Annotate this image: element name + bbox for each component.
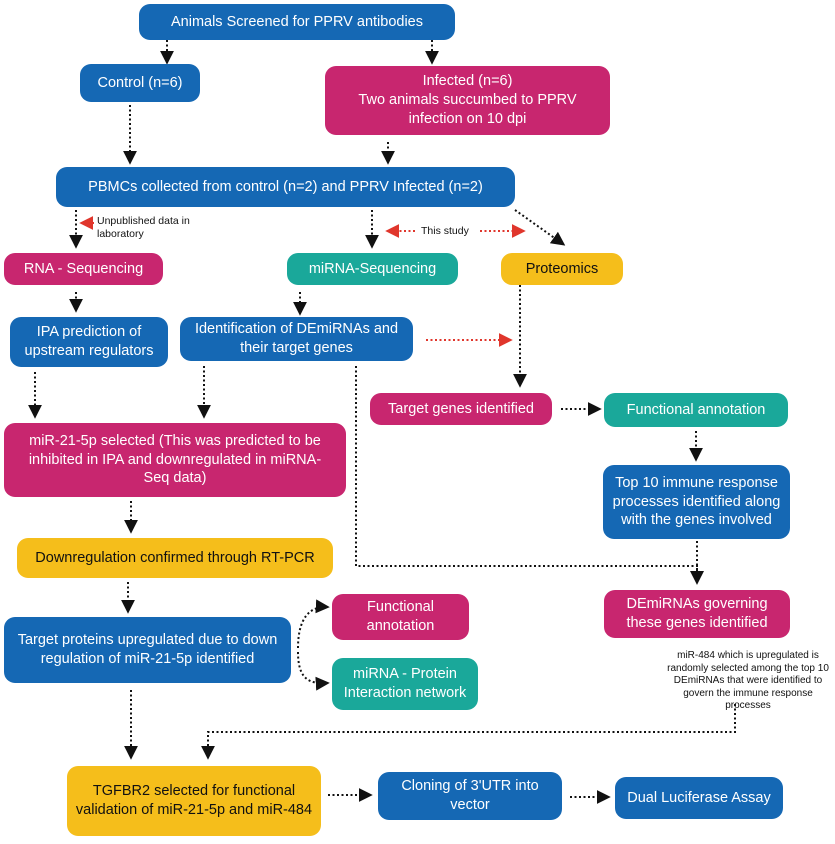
node-infected-line2: Two animals succumbed to PPRV infection … [358, 92, 577, 127]
arrow-target-proteins-to-interaction-network [297, 651, 330, 691]
node-downregulation-rtpcr: Downregulation confirmed through RT-PCR [17, 538, 333, 578]
node-rna-sequencing: RNA - Sequencing [4, 253, 163, 285]
arrow-target-proteins-to-functional-annotation [297, 599, 330, 649]
node-tgfbr2-selected: TGFBR2 selected for functional validatio… [67, 766, 321, 836]
note-this-study: This study [421, 225, 469, 237]
note-unpublished-data: Unpublished data in laboratory [97, 215, 190, 241]
arrow-pbmcs-to-proteomics [514, 209, 566, 246]
node-control: Control (n=6) [80, 64, 200, 102]
node-infected: Infected (n=6) Two animals succumbed to … [325, 66, 610, 135]
node-functional-annotation-right: Functional annotation [604, 393, 788, 427]
node-cloning-3utr: Cloning of 3'UTR into vector [378, 772, 562, 820]
node-mirna-sequencing: miRNA-Sequencing [287, 253, 458, 285]
node-infected-line1: Infected (n=6) [422, 73, 513, 90]
node-dual-luciferase: Dual Luciferase Assay [615, 777, 783, 819]
node-target-proteins: Target proteins upregulated due to down … [4, 617, 291, 683]
node-ipa-prediction: IPA prediction of upstream regulators [10, 317, 168, 367]
node-interaction-network: miRNA - Protein Interaction network [332, 658, 478, 710]
note-mir484: miR-484 which is upregulated is randomly… [667, 650, 829, 711]
node-functional-annotation-left: Functional annotation [332, 594, 469, 640]
node-pbmcs: PBMCs collected from control (n=2) and P… [56, 167, 515, 207]
node-proteomics: Proteomics [501, 253, 623, 285]
node-top10-processes: Top 10 immune response processes identif… [603, 465, 790, 539]
node-demirnas-governing: DEmiRNAs governing these genes identifie… [604, 590, 790, 638]
node-demirnas-identification: Identification of DEmiRNAs and their tar… [180, 317, 413, 361]
node-mir21-selected: miR-21-5p selected (This was predicted t… [4, 423, 346, 497]
node-animals-screened: Animals Screened for PPRV antibodies [139, 4, 455, 40]
arrow-mir484-to-tgfbr2 [201, 704, 736, 760]
node-target-genes: Target genes identified [370, 393, 552, 425]
